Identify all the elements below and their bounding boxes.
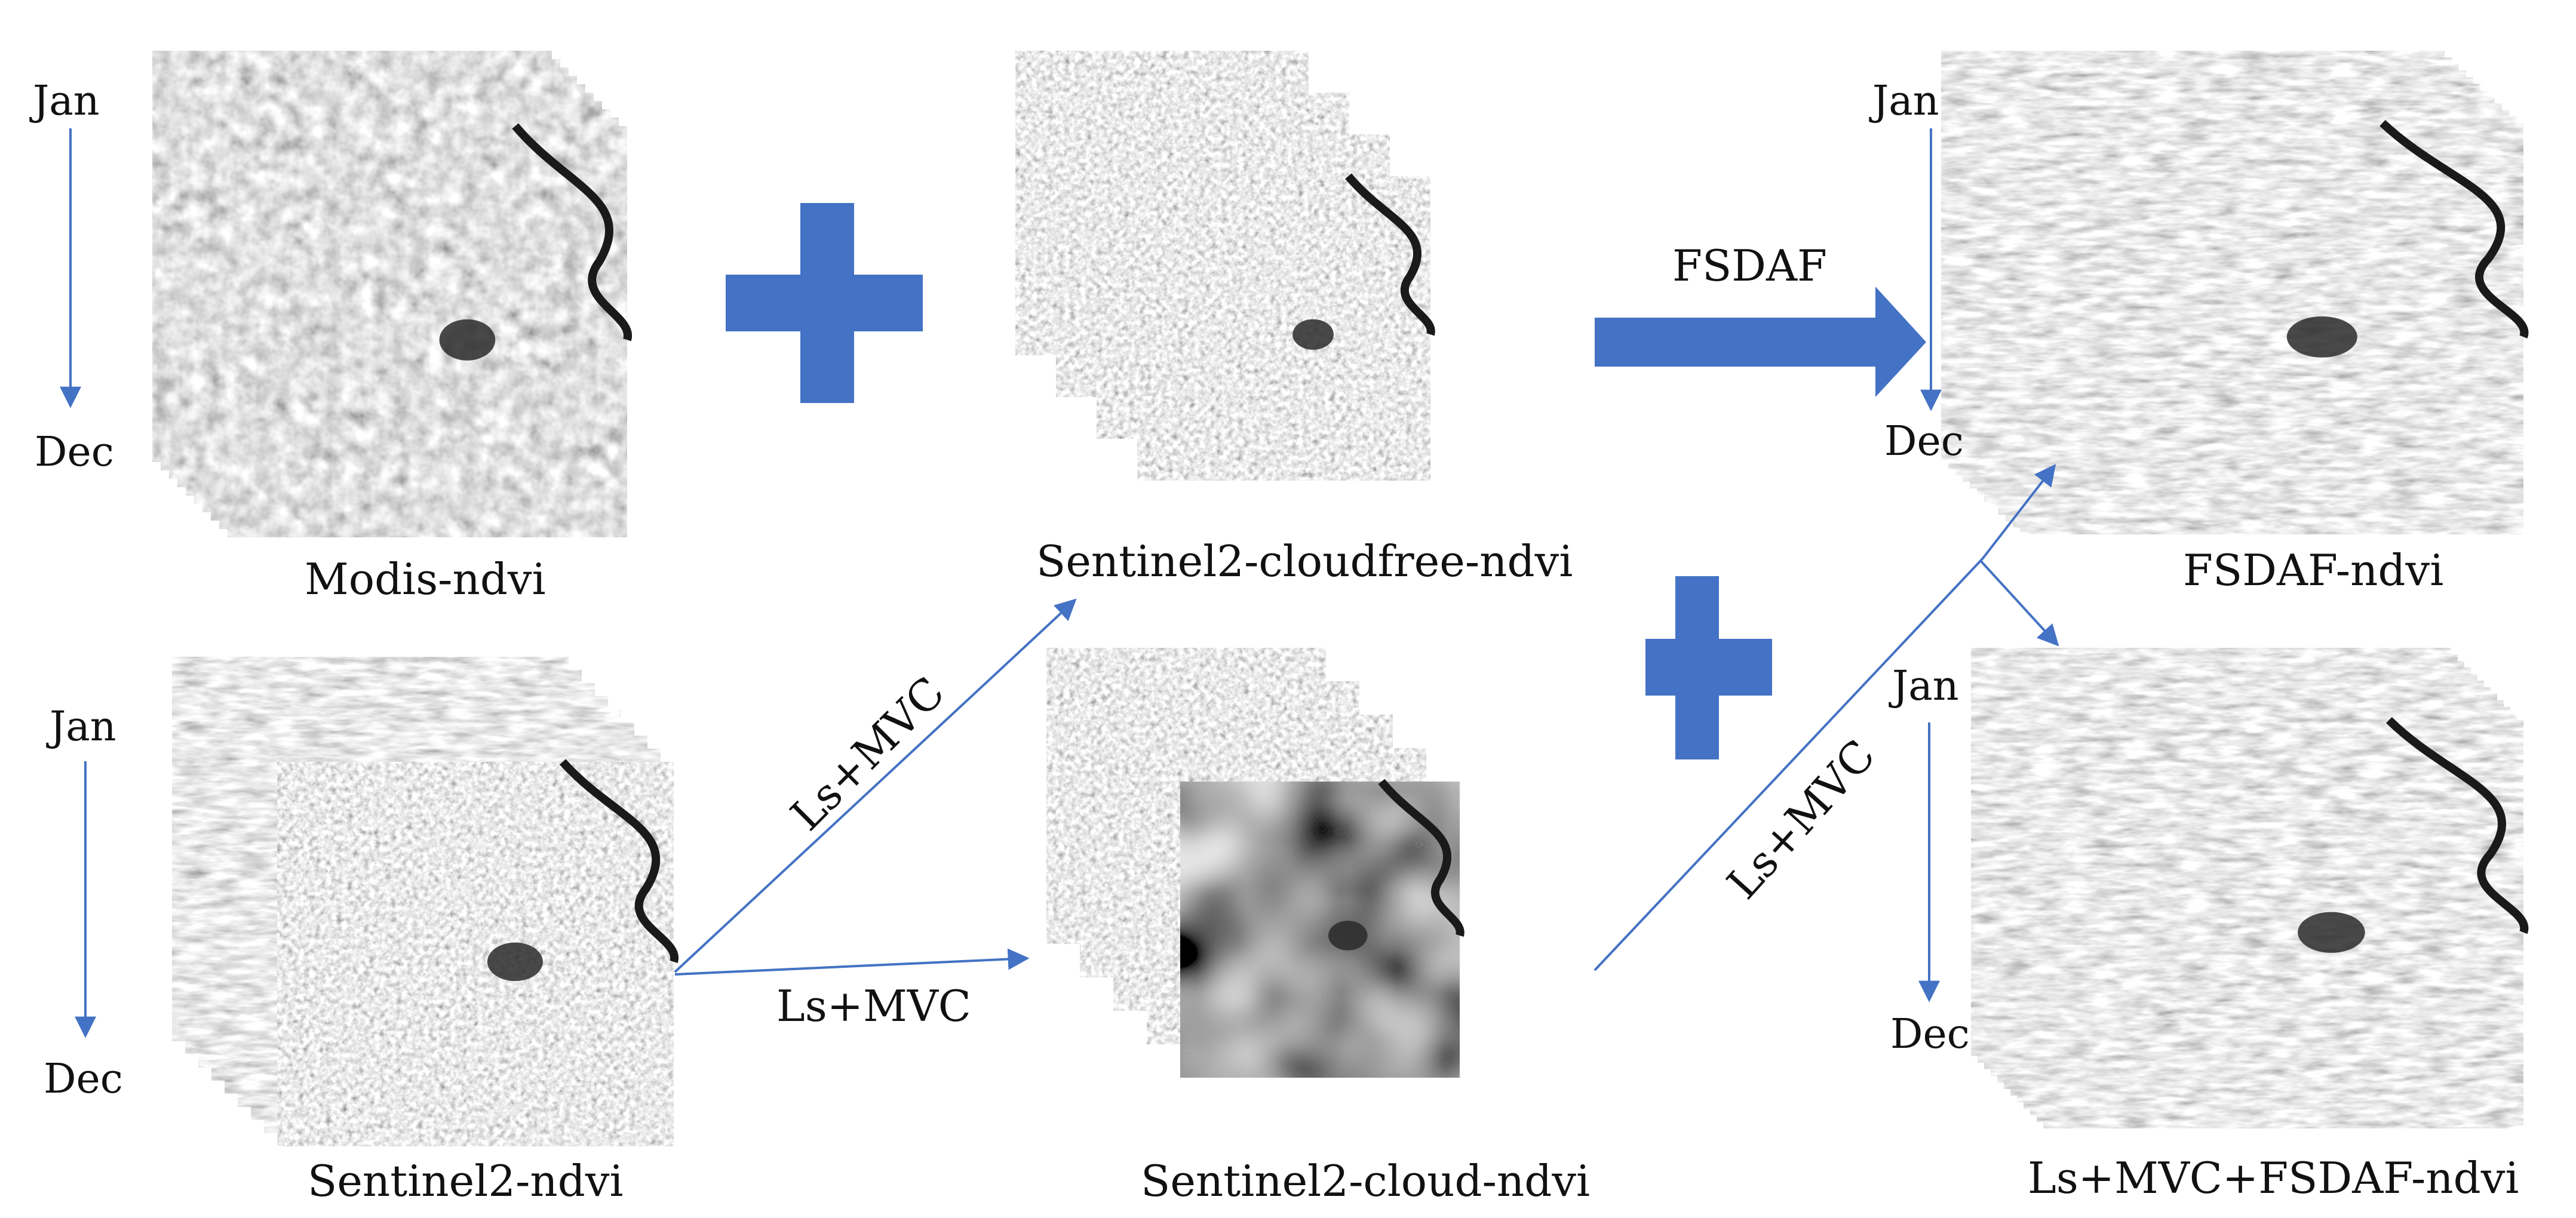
month-end-modis: Dec [35,429,114,476]
reservoir-feature [487,942,543,982]
ndvi-image-front [2043,719,2524,1129]
block-arrow-icon [1595,287,1926,397]
river-feature [1345,173,1435,336]
river-feature [512,123,633,342]
month-start-lsmvc: Jan [1889,663,1959,710]
river-feature [1378,779,1464,937]
lsmvcfsdaf-stack [1970,647,2529,1129]
fsdaf-label: FSDAF [1672,241,1827,291]
arrow-to-fsdaf-ndvi [1594,464,2056,971]
reservoir-feature [2298,912,2365,953]
plus-icon [1645,576,1772,759]
month-start-fsdaf: Jan [1869,78,1939,125]
image-stacks [152,50,2529,1147]
caption-fsdaf-ndvi: FSDAF-ndvi [2183,545,2443,595]
lsmvc-label-right: Ls+MVC [776,981,971,1031]
fsdaf-stack [1941,50,2529,535]
river-feature [2380,119,2529,339]
connector-arrows [60,128,2059,1038]
reservoir-feature [439,319,496,361]
plus-icon [726,203,923,403]
caption-sentinel2-cloud-ndvi: Sentinel2-cloud-ndvi [1141,1156,1590,1206]
modis-stack [152,50,633,538]
caption-modis-ndvi: Modis-ndvi [305,554,546,604]
reservoir-feature [1328,921,1368,951]
reservoir-feature [1292,319,1334,350]
cloudfree-stack [1015,50,1435,481]
month-start-s2: Jan [46,703,116,751]
arrow-to-lsmvcfsdaf [1979,559,2059,647]
ndvi-image-front [227,125,628,538]
reservoir-feature [2286,316,2357,358]
cloud-stack [1046,647,1464,1078]
lsmvc-label-up: Ls+MVC [781,667,954,840]
river-feature [559,759,679,964]
caption-sentinel2-ndvi: Sentinel2-ndvi [308,1156,624,1206]
ndvi-image-front [277,761,674,1147]
s2-stack [171,656,679,1147]
caption-lsmvc-fsdaf-ndvi: Ls+MVC+FSDAF-ndvi [2028,1153,2519,1203]
river-feature [2385,717,2529,934]
ndvi-image-front [2019,122,2524,535]
caption-sentinel2-cloudfree-ndvi: Sentinel2-cloudfree-ndvi [1036,536,1573,586]
month-end-s2: Dec [44,1056,123,1103]
lsmvc-label-diag: Ls+MVC [1717,730,1884,908]
ndvi-image-front [1137,176,1431,481]
month-end-fsdaf: Dec [1884,418,1964,465]
month-start-modis: Jan [29,78,100,125]
arrow-to-cloudfree [674,598,1077,973]
month-end-lsmvc: Dec [1890,1011,1970,1058]
ndvi-image-front [1180,781,1460,1078]
arrow-to-cloud [674,948,1030,976]
